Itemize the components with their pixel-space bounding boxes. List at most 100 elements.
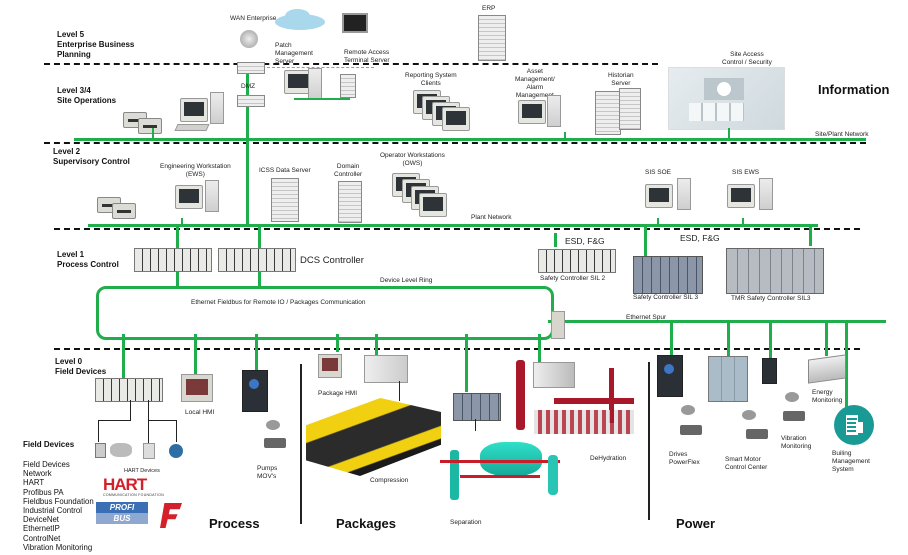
sis-soe-monitor-icon: [645, 184, 673, 208]
asset-tower-icon: [547, 95, 561, 127]
drop-line: [465, 334, 468, 392]
drop-line: [728, 128, 730, 139]
local-hmi-label: Local HMI: [185, 409, 215, 416]
legend-item: Vibration Monitoring: [23, 542, 93, 552]
patch-server-tower-icon: [308, 68, 322, 100]
drop-line: [825, 322, 828, 356]
satellite-dish-icon: [240, 30, 258, 48]
temperature-transmitter-icon: [169, 444, 183, 458]
dcs-controller-rack: [218, 248, 296, 272]
building-management-icon: [834, 405, 874, 445]
icss-label: ICSS Data Server: [259, 167, 311, 174]
ethernet-switch-icon: [551, 311, 565, 339]
drop-line: [845, 322, 848, 408]
fieldbus-foundation-logo: [160, 503, 182, 528]
reporting-monitor-icon: [442, 107, 470, 131]
legend-item: Field Devices: [23, 460, 70, 469]
separation-package-image: [440, 430, 560, 505]
plant-network-label: Plant Network: [471, 214, 512, 221]
workstation-monitor-icon: [180, 98, 208, 122]
sil2-label: Safety Controller SIL 2: [540, 275, 606, 282]
historian-server-icon: [619, 88, 641, 130]
fieldbus-label: Ethernet Fieldbus for Remote IO / Packag…: [191, 299, 366, 306]
printer-icon: [112, 203, 136, 219]
dehydration-label: DeHydration: [590, 455, 627, 462]
dcs-controller-label: DCS Controller: [300, 255, 364, 266]
ethernet-spur-line: [548, 320, 886, 323]
dmz-lan-line: [294, 98, 350, 100]
drop-line: [769, 322, 772, 358]
esd-fg-label-2: ESD, F&G: [680, 233, 720, 243]
section-divider: [300, 364, 302, 524]
erp-server-icon: [478, 15, 506, 61]
drop-line: [255, 334, 258, 370]
legend-item: DeviceNet: [23, 515, 59, 525]
level5-divider: [44, 63, 658, 65]
blower-icon: [266, 420, 280, 430]
asset-monitor-icon: [518, 100, 546, 124]
drop-line: [538, 334, 541, 362]
printer-icon: [138, 118, 162, 134]
sis-ews-monitor-icon: [727, 184, 755, 208]
power-heading: Power: [676, 516, 716, 531]
esd-fg-label-1: ESD, F&G: [565, 236, 605, 246]
dmz-divider: [262, 67, 374, 68]
motor-icon: [746, 429, 768, 439]
energy-meter-icon: [808, 354, 846, 384]
wan-enterprise-label: WAN Enterprise: [230, 15, 277, 22]
wire: [98, 420, 131, 421]
ews-tower-icon: [205, 180, 219, 212]
vfd-drive-icon: [242, 370, 268, 412]
dehydration-package-image: [514, 360, 634, 438]
keyboard-icon: [174, 124, 210, 131]
vibration-monitor-icon: [762, 358, 777, 384]
tmr-label: TMR Safety Controller SIL3: [731, 295, 811, 302]
flow-meter-icon: [110, 443, 132, 457]
hart-logo: HART: [103, 475, 147, 494]
blower-icon: [742, 410, 756, 420]
sis-ews-tower-icon: [759, 178, 773, 210]
packages-heading: Packages: [336, 516, 396, 531]
domain-server-icon: [338, 181, 362, 223]
compression-package-image: [306, 398, 441, 476]
pressure-switch-icon: [95, 443, 106, 458]
hart-logo-sub: COMMUNICATION FOUNDATION: [103, 493, 165, 497]
cloud-icon-part: [285, 9, 310, 23]
blower-icon: [785, 392, 799, 402]
drop-line: [657, 218, 659, 226]
wire: [475, 419, 476, 431]
drop-line: [742, 218, 744, 226]
legend-item: EthernetIP: [23, 524, 60, 534]
patch-server-monitor-icon: [284, 70, 312, 94]
ethernet-spur-label: Ethernet Spur: [626, 314, 667, 321]
wire: [130, 400, 131, 421]
level2-divider: [54, 228, 860, 230]
sis-soe-label: SIS SOE: [645, 169, 672, 176]
process-heading: Process: [209, 516, 260, 531]
drop-line: [336, 334, 339, 352]
dcs-controller-rack: [134, 248, 212, 272]
wire: [148, 400, 149, 444]
erp-label: ERP: [482, 5, 496, 12]
drop-line: [152, 128, 154, 139]
drop-line: [194, 334, 197, 374]
ows-label: Operator Workstations(OWS): [380, 152, 445, 167]
wire: [98, 420, 99, 442]
package-hmi-label: Package HMI: [318, 390, 358, 397]
sis-ews-label: SIS EWS: [732, 169, 760, 176]
laptop-icon: [342, 13, 368, 33]
dmz-label: DMZ: [241, 83, 256, 90]
legend-list: Field Devices Network HART Profibus PA F…: [23, 460, 94, 552]
level1-divider: [54, 348, 860, 350]
information-heading: Information: [818, 82, 890, 97]
ows-monitor-icon: [419, 193, 447, 217]
